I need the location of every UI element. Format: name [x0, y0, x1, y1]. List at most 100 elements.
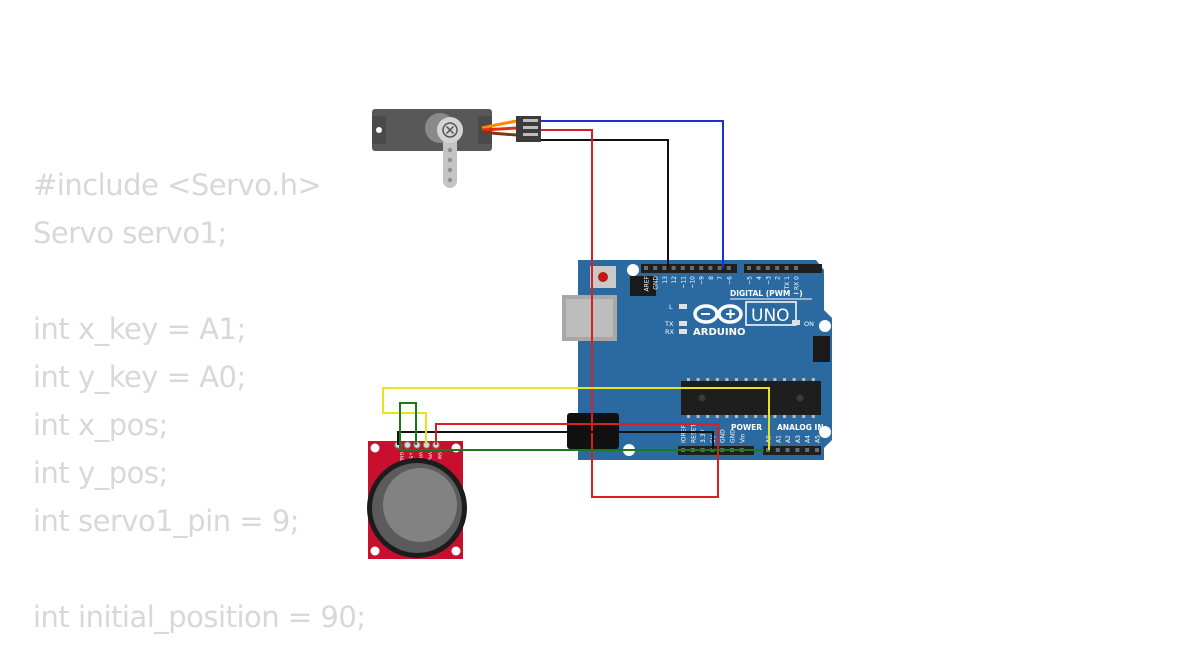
servo-horn-hole [447, 147, 453, 153]
reset-button-cap[interactable] [598, 272, 608, 282]
header-pin[interactable] [795, 448, 800, 452]
chip-leg [763, 415, 767, 418]
wire-servo-ground[interactable] [541, 139, 669, 268]
header-pin[interactable] [671, 266, 676, 270]
wire-joystick-vry[interactable] [399, 402, 764, 451]
digital-pin-label: 13 [662, 276, 669, 284]
digital-header-left [641, 264, 737, 273]
chip-leg [802, 415, 806, 418]
servo-motor[interactable] [372, 109, 541, 188]
mounting-hole [370, 443, 380, 453]
servo-connector-pin[interactable] [523, 119, 538, 122]
digital-pin-label: ~3 [765, 276, 772, 285]
wire-joystick-ground[interactable] [397, 431, 714, 450]
chip-leg [754, 415, 758, 418]
analog-pin-label: A4 [805, 435, 812, 443]
servo-connector-pin[interactable] [523, 126, 538, 129]
code-line: int x_key = A1; [33, 312, 246, 346]
digital-pin-label: ~5 [747, 276, 754, 285]
digital-pin-label: AREF [644, 275, 651, 291]
servo-connector-pin[interactable] [523, 133, 538, 136]
code-line: int y_pos; [33, 456, 168, 490]
header-pin[interactable] [756, 266, 761, 270]
header-pin[interactable] [815, 448, 819, 452]
joystick-pin-label: VRx [417, 452, 423, 461]
led-tx-label: TX [664, 320, 674, 328]
code-line: int x_pos; [33, 408, 168, 442]
chip-leg [696, 415, 700, 418]
code-line: int y_key = A0; [33, 360, 246, 394]
usb-connector-face [566, 299, 613, 337]
chip-leg [725, 378, 729, 381]
power-pin-label: Vin [739, 433, 746, 443]
digital-pin-label: GND [653, 276, 660, 290]
chip-dimple [796, 394, 804, 402]
digital-pin-label: 7 [717, 276, 724, 280]
servo-wire-power [481, 126, 518, 132]
chip-leg [802, 378, 806, 381]
led-tx [679, 321, 687, 326]
wire-servo-power[interactable] [541, 129, 719, 498]
servo-horn-hole [447, 177, 453, 183]
model-name: UNO [751, 306, 790, 326]
wire-servo-signal[interactable] [541, 120, 724, 268]
digital-pin-label: ~10 [690, 276, 697, 289]
analog-pin-label: A1 [775, 435, 782, 443]
wire-joystick-vrx[interactable] [382, 387, 770, 450]
header-pin[interactable] [765, 266, 770, 270]
header-pin[interactable] [785, 448, 790, 452]
chip-dimple [698, 394, 706, 402]
header-pin[interactable] [690, 266, 694, 270]
digital-pin-holes[interactable] [644, 266, 798, 270]
code-listing: #include <Servo.h>Servo servo1;int x_key… [33, 166, 366, 646]
code-line: int initial_position = 90; [33, 600, 366, 634]
header-pin[interactable] [717, 266, 722, 270]
arduino-infinity-icon [693, 304, 743, 324]
chip-leg [811, 378, 815, 381]
chip-leg [715, 415, 719, 418]
digital-pin-label: 8 [708, 276, 715, 280]
chip-leg [706, 378, 710, 381]
header-pin[interactable] [794, 266, 798, 270]
header-pin[interactable] [680, 266, 685, 270]
digital-pin-label: ~9 [699, 276, 706, 285]
mounting-hole [627, 264, 639, 276]
chip-leg [783, 378, 786, 381]
mounting-hole [370, 546, 380, 556]
led-l-label: L [669, 303, 673, 311]
led-rx [679, 329, 687, 334]
servo-horn-hole [447, 157, 453, 163]
joystick-thumbstick[interactable] [383, 468, 457, 542]
header-pin[interactable] [805, 448, 810, 452]
header-pin[interactable] [708, 266, 713, 270]
led-on [792, 320, 800, 325]
header-pin[interactable] [644, 266, 648, 270]
header-pin[interactable] [747, 266, 751, 270]
analog-header [763, 446, 821, 455]
chip-leg [735, 378, 738, 381]
header-pin[interactable] [775, 266, 780, 270]
chip-leg [725, 415, 729, 418]
chip-leg [715, 378, 719, 381]
header-pin[interactable] [784, 266, 789, 270]
joystick-pin-label: SW [436, 452, 442, 460]
header-pin[interactable] [699, 266, 704, 270]
chip-leg [744, 378, 748, 381]
power-pin-label: GND [730, 429, 737, 443]
code-line: int servo1_pin = 9; [33, 504, 300, 538]
wire-joystick-power[interactable] [435, 423, 719, 450]
header-pin[interactable] [775, 448, 780, 452]
chip-leg [744, 415, 748, 418]
chip-leg [773, 415, 777, 418]
joystick-pin[interactable] [403, 441, 412, 449]
led-l [679, 304, 687, 309]
header-pin[interactable] [662, 266, 667, 270]
chip-leg [811, 415, 815, 418]
header-pin[interactable] [726, 266, 731, 270]
header-pin[interactable] [653, 266, 658, 270]
servo-screw-icon [442, 122, 458, 138]
